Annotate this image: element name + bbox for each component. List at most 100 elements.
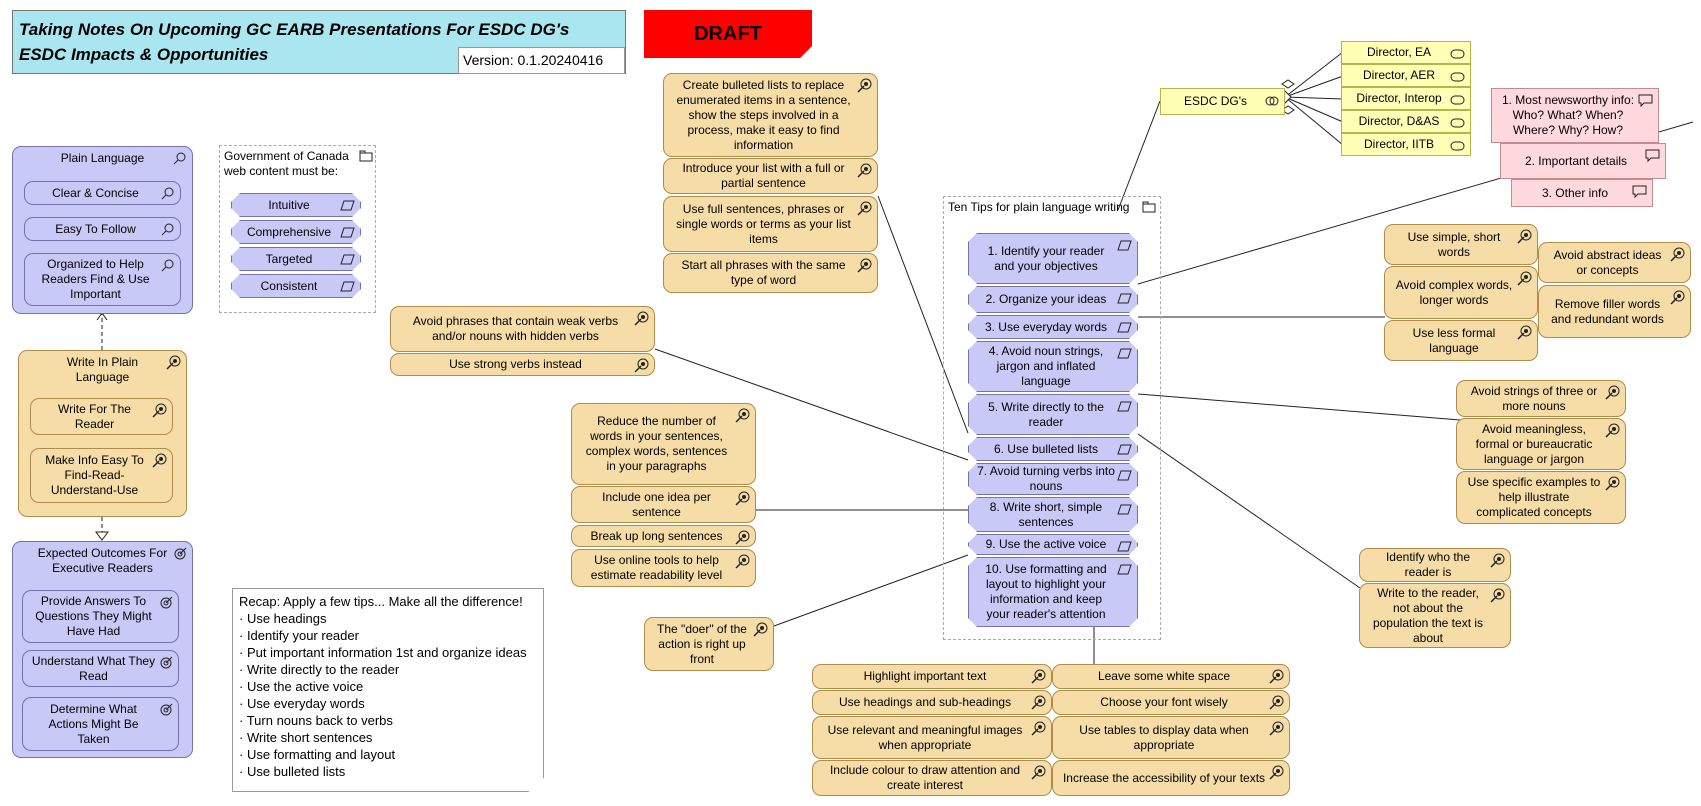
tip-2[interactable]: 2. Organize your ideas (968, 286, 1138, 313)
target-icon (1605, 423, 1620, 438)
plain-language-item[interactable]: Organized to Help Readers Find & Use Imp… (24, 253, 181, 306)
format-tip[interactable]: Use relevant and meaningful images when … (812, 716, 1052, 759)
outcomes-item[interactable]: Understand What They Read (22, 650, 179, 687)
parallelogram-icon (1117, 346, 1132, 361)
parallelogram-icon (340, 279, 355, 294)
write-plain-item[interactable]: Make Info Easy To Find-Read-Understand-U… (30, 448, 173, 503)
write-plain-title: Write In Plain Language (66, 355, 139, 384)
verbs-tip[interactable]: Avoid phrases that contain weak verbs an… (390, 306, 655, 352)
tip-8[interactable]: 8. Write short, simple sentences (968, 497, 1138, 532)
tip-9[interactable]: 9. Use the active voice (968, 534, 1138, 555)
director-item[interactable]: Director, Interop (1341, 87, 1471, 110)
target-icon (1670, 290, 1685, 305)
format-tip[interactable]: Use headings and sub-headings (812, 690, 1052, 715)
plain-language-item[interactable]: Easy To Follow (24, 217, 181, 241)
parallelogram-icon (1117, 238, 1132, 253)
verbs-tip[interactable]: Use strong verbs instead (390, 353, 655, 376)
short-tip[interactable]: Include one idea per sentence (571, 486, 756, 523)
director-item[interactable]: Director, D&AS (1341, 110, 1471, 133)
noun-tip[interactable]: Use specific examples to help illustrate… (1456, 471, 1626, 524)
tip-3[interactable]: 3. Use everyday words (968, 315, 1138, 339)
reader-tip[interactable]: Identify who the reader is (1359, 548, 1511, 582)
newsworthy-item[interactable]: 1. Most newsworthy info: Who? What? When… (1491, 88, 1659, 143)
director-item[interactable]: Director, EA (1341, 41, 1471, 64)
format-tip[interactable]: Increase the accessibility of your texts (1052, 760, 1290, 796)
director-item[interactable]: Director, AER (1341, 64, 1471, 87)
parallelogram-icon (340, 225, 355, 240)
lists-tip[interactable]: Start all phrases with the same type of … (663, 253, 878, 293)
target-icon (1517, 325, 1532, 340)
gc-content-item[interactable]: Consistent (231, 274, 361, 298)
target-icon (1517, 271, 1532, 286)
outcomes-item[interactable]: Provide Answers To Questions They Might … (22, 590, 179, 643)
recap-item: · Use the active voice (239, 679, 364, 694)
recap-title: Recap: Apply a few tips... Make all the … (239, 594, 523, 609)
lists-tip[interactable]: Introduce your list with a full or parti… (663, 158, 878, 194)
outcomes-item[interactable]: Determine What Actions Might Be Taken (22, 697, 179, 751)
recap-note: Recap: Apply a few tips... Make all the … (232, 588, 544, 792)
gc-content-item[interactable]: Comprehensive (231, 220, 361, 244)
recap-item: · Write directly to the reader (239, 662, 400, 677)
recap-item: · Use everyday words (239, 696, 365, 711)
target-icon (634, 358, 649, 373)
reader-tip[interactable]: Write to the reader, not about the popul… (1359, 583, 1511, 648)
target-icon (1490, 588, 1505, 603)
short-tip[interactable]: Use online tools to help estimate readab… (571, 549, 756, 587)
ten-tips-group[interactable]: Ten Tips for plain language writing (943, 196, 1161, 640)
tip-4[interactable]: 4. Avoid noun strings, jargon and inflat… (968, 341, 1138, 392)
role-icon (1450, 141, 1465, 151)
target-icon (152, 453, 167, 468)
gc-content-item[interactable]: Targeted (231, 247, 361, 271)
director-item[interactable]: Director, IITB (1341, 133, 1471, 156)
folder-icon (1142, 201, 1156, 213)
everyday-tip[interactable]: Avoid abstract ideas or concepts (1538, 242, 1691, 283)
recap-item: · Use headings (239, 611, 327, 626)
tip-7[interactable]: 7. Avoid turning verbs into nouns (968, 463, 1138, 495)
short-tip[interactable]: Break up long sentences (571, 525, 756, 547)
esdc-dgs[interactable]: ESDC DG's (1160, 88, 1285, 115)
format-tip[interactable]: Choose your font wisely (1052, 690, 1290, 715)
noun-tip[interactable]: Avoid meaningless, formal or bureaucrati… (1456, 418, 1626, 470)
parallelogram-icon (1117, 399, 1132, 414)
format-tip[interactable]: Use tables to display data when appropri… (1052, 716, 1290, 759)
short-tip[interactable]: Reduce the number of words in your sente… (571, 403, 756, 485)
parallelogram-icon (1117, 442, 1132, 457)
gc-content-group[interactable]: Government of Canada web content must be… (219, 145, 376, 313)
gc-content-item[interactable]: Intuitive (231, 193, 361, 217)
active-tip[interactable]: The "doer" of the action is right up fro… (644, 617, 774, 671)
everyday-tip[interactable]: Use less formal language (1384, 320, 1538, 361)
tip-1[interactable]: 1. Identify your reader and your objecti… (968, 233, 1138, 284)
recap-item: · Use formatting and layout (239, 747, 396, 762)
newsworthy-item[interactable]: 3. Other info (1511, 179, 1653, 207)
target-icon (857, 258, 872, 273)
parallelogram-icon (1117, 320, 1132, 335)
format-tip[interactable]: Highlight important text (812, 664, 1052, 689)
everyday-tip[interactable]: Use simple, short words (1384, 224, 1538, 265)
write-plain-item[interactable]: Write For The Reader (30, 398, 173, 435)
tip-10[interactable]: 10. Use formatting and layout to highlig… (968, 557, 1138, 627)
format-tip[interactable]: Leave some white space (1052, 664, 1290, 689)
goal-icon (160, 596, 173, 609)
folder-icon (359, 150, 373, 162)
recap-item: · Turn nouns back to verbs (239, 713, 393, 728)
outcomes-title: Expected Outcomes For Executive Readers (37, 546, 168, 575)
lists-tip[interactable]: Use full sentences, phrases or single wo… (663, 196, 878, 252)
goal-icon (174, 547, 187, 560)
tip-5[interactable]: 5. Write directly to the reader (968, 394, 1138, 435)
format-tip[interactable]: Include colour to draw attention and cre… (812, 760, 1052, 796)
recap-item: · Identify your reader (239, 628, 359, 643)
target-icon (1605, 385, 1620, 400)
target-icon (1490, 553, 1505, 568)
newsworthy-item[interactable]: 2. Important details (1500, 143, 1666, 179)
everyday-tip[interactable]: Avoid complex words, longer words (1384, 266, 1538, 319)
target-icon (735, 554, 750, 569)
target-icon (152, 403, 167, 418)
search-icon (161, 259, 174, 272)
tip-6[interactable]: 6. Use bulleted lists (968, 437, 1138, 461)
noun-tip[interactable]: Avoid strings of three or more nouns (1456, 380, 1626, 417)
everyday-tip[interactable]: Remove filler words and redundant words (1538, 285, 1691, 338)
parallelogram-icon (1117, 502, 1132, 517)
lists-tip[interactable]: Create bulleted lists to replace enumera… (663, 73, 878, 157)
target-icon (857, 201, 872, 216)
plain-language-item[interactable]: Clear & Concise (24, 181, 181, 205)
